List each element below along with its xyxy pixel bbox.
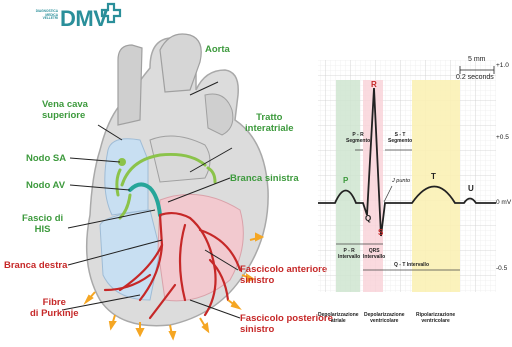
label-line: Intervallo — [338, 254, 360, 260]
pr-interval-label: P - R Intervallo — [338, 248, 360, 260]
label-line: Intervallo — [363, 254, 385, 260]
label-line: ventricolare — [416, 318, 455, 324]
st-segment-label: S - T Segmento — [388, 132, 412, 144]
band-p-depolarization — [336, 80, 360, 292]
j-point-label: J punto — [392, 178, 410, 184]
y-tick: +0.5 — [496, 134, 509, 141]
scale-mm: 5 mm — [468, 56, 486, 63]
y-tick: +1.0 — [496, 62, 509, 69]
label-line: Segmento — [346, 138, 370, 144]
wave-t: T — [431, 172, 436, 181]
ventricular-depolarization-caption: Depolarizzazione ventricolare — [364, 312, 405, 324]
label-line: Segmento — [388, 138, 412, 144]
pr-segment-label: P - R Segmento — [346, 132, 370, 144]
y-tick: 0 mV — [496, 199, 511, 206]
scale-seconds: 0.2 seconds — [456, 74, 494, 81]
qt-interval-label: Q - T Intervallo — [394, 262, 429, 268]
label-line: ventricolare — [364, 318, 405, 324]
y-tick: -0.5 — [496, 265, 507, 272]
wave-s: S — [378, 228, 383, 237]
wave-u: U — [468, 184, 474, 193]
wave-r: R — [371, 80, 377, 89]
wave-p: P — [343, 176, 348, 185]
ventricular-repolarization-caption: Ripolarizzazione ventricolare — [416, 312, 455, 324]
qrs-interval-label: QRS Intervallo — [363, 248, 385, 260]
atrial-depolarization-caption: Depolarizzazione atriale — [318, 312, 359, 324]
label-line: atriale — [318, 318, 359, 324]
wave-q: Q — [365, 214, 371, 223]
